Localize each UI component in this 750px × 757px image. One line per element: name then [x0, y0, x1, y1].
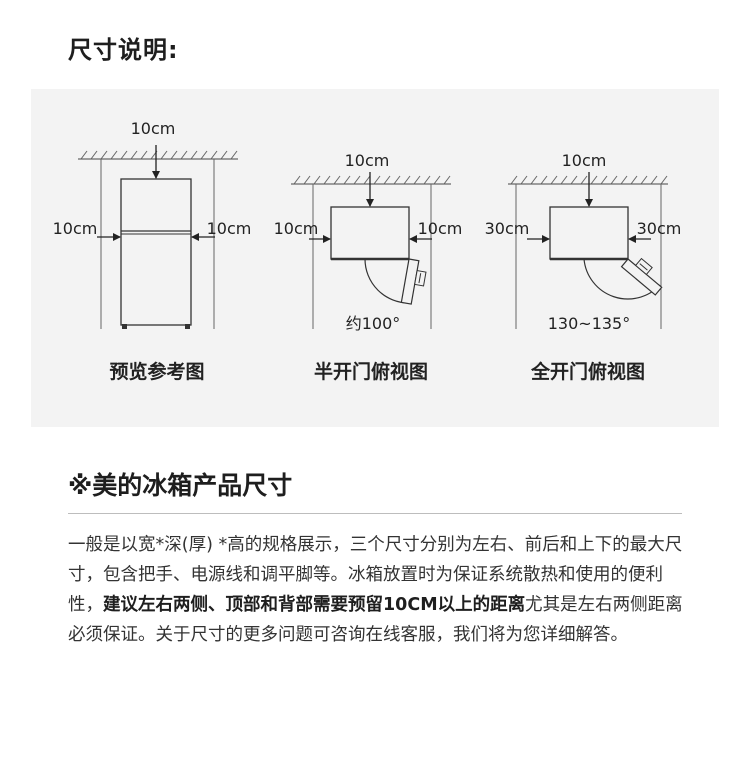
- full-open-right-gap: 30cm: [637, 219, 682, 238]
- half-open-top-gap: 10cm: [345, 151, 390, 170]
- half-open-right-gap: 10cm: [418, 219, 463, 238]
- preview-top-gap: 10cm: [131, 119, 176, 138]
- dimension-diagrams: 10cm 10cm 10cm: [53, 119, 682, 333]
- full-open-top-gap: 10cm: [562, 151, 607, 170]
- full-open-left-gap: 30cm: [485, 219, 530, 238]
- half-open-angle: 约100°: [346, 314, 401, 333]
- description-text-2: 尤其是左右两侧距离必须保证。关于尺寸的更多问题可咨询在线客服，我们将为您详细解答…: [68, 595, 683, 645]
- half-open-left-gap: 10cm: [274, 219, 319, 238]
- preview-right-gap: 10cm: [207, 219, 252, 238]
- section-title: ※美的冰箱产品尺寸: [68, 471, 293, 500]
- preview-left-gap: 10cm: [53, 219, 98, 238]
- half-open-caption: 半开门俯视图: [313, 361, 428, 383]
- description-text-1: 一般是以宽*深(厚) *高的规格展示，三个尺寸分别为左右、前后和上下的最大尺寸，…: [68, 535, 683, 615]
- dimension-diagram-panel: 10cm 10cm 10cm: [31, 89, 719, 427]
- size-description: 一般是以宽*深(厚) *高的规格展示，三个尺寸分别为左右、前后和上下的最大尺寸，…: [68, 530, 688, 650]
- preview-diagram: 10cm 10cm 10cm: [53, 119, 252, 329]
- description-bold-text: 建议左右两侧、顶部和背部需要预留10CM以上的距离: [103, 595, 526, 615]
- half-open-diagram: 10cm 10cm 10cm 约100°: [274, 151, 463, 333]
- section-divider: [68, 513, 682, 514]
- preview-caption: 预览参考图: [109, 361, 205, 383]
- full-open-diagram: 10cm 30cm 30cm 130~135°: [485, 151, 682, 333]
- full-open-angle: 130~135°: [548, 314, 630, 333]
- full-open-caption: 全开门俯视图: [530, 361, 645, 383]
- page-title: 尺寸说明:: [68, 36, 179, 64]
